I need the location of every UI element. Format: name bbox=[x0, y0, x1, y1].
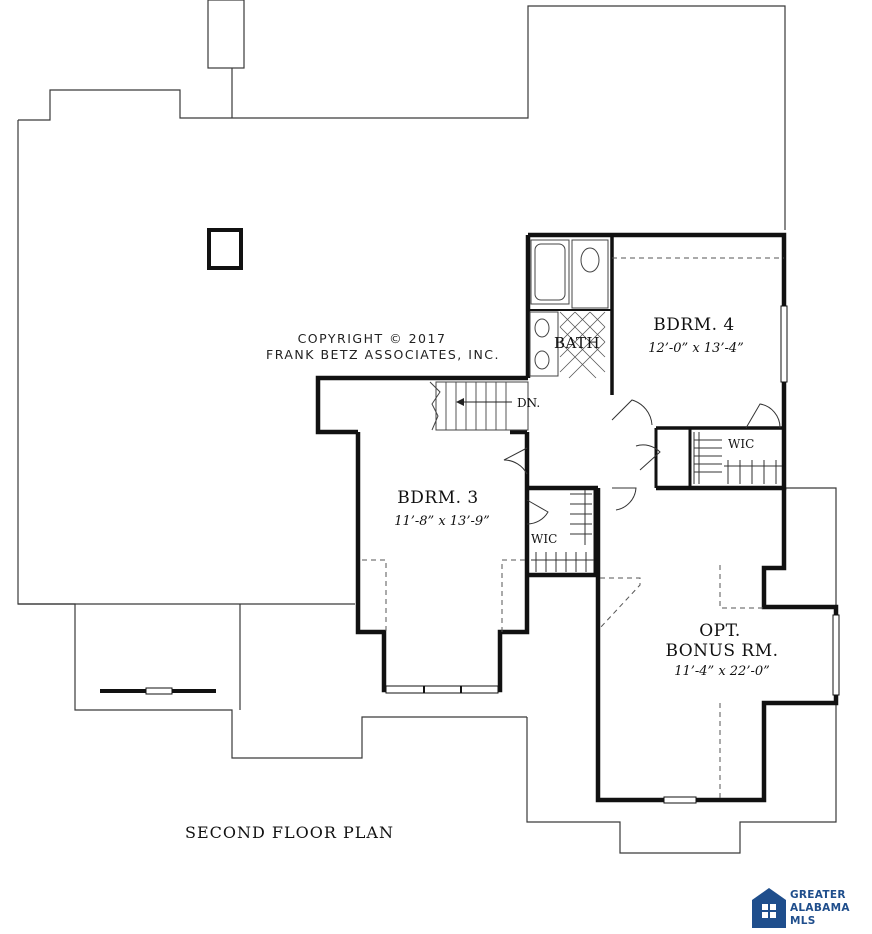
closet-shelving bbox=[531, 432, 782, 572]
logo-line-1: GREATER bbox=[790, 889, 846, 901]
bonus-name-line1: OPT. bbox=[699, 621, 741, 641]
bath-fixtures bbox=[529, 239, 609, 379]
door-swings bbox=[503, 399, 781, 525]
bdrm3-name: BDRM. 3 bbox=[397, 488, 478, 508]
bdrm4-dims: 12’-0” x 13’-4” bbox=[648, 341, 744, 356]
logo-line-2: ALABAMA bbox=[790, 902, 850, 914]
bdrm3-dims: 11’-8” x 13’-9” bbox=[394, 514, 490, 529]
wic-upper-label: WIC bbox=[728, 437, 754, 451]
bonus-name-line2: BONUS RM. bbox=[665, 641, 778, 661]
bdrm4-name: BDRM. 4 bbox=[653, 315, 734, 335]
interior-walls bbox=[528, 235, 784, 575]
plan-caption: SECOND FLOOR PLAN bbox=[185, 823, 394, 842]
bonus-dims: 11’-4” x 22’-0” bbox=[674, 664, 770, 679]
stair-dn-label: DN. bbox=[517, 396, 540, 410]
chimney bbox=[207, 228, 243, 270]
bath-label: BATH bbox=[554, 334, 600, 352]
wic-lower-label: WIC bbox=[531, 532, 557, 546]
house-icon bbox=[752, 888, 786, 928]
lower-left-window bbox=[100, 687, 216, 695]
stairs bbox=[429, 381, 529, 431]
logo-line-3: MLS bbox=[790, 915, 816, 927]
greater-alabama-mls-logo: GREATER ALABAMA MLS bbox=[752, 888, 850, 928]
dashed-lines bbox=[362, 257, 784, 800]
roof-outline bbox=[17, 0, 837, 854]
windows bbox=[385, 305, 840, 804]
copyright-line-2: FRANK BETZ ASSOCIATES, INC. bbox=[266, 347, 500, 362]
copyright-line-1: COPYRIGHT © 2017 bbox=[298, 331, 447, 346]
